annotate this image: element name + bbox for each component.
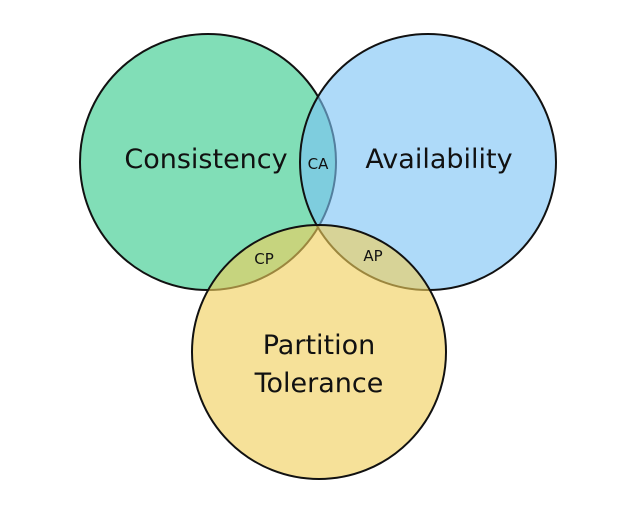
cp-intersection-label: CP: [254, 250, 274, 268]
ca-intersection-label: CA: [308, 155, 329, 173]
availability-label: Availability: [365, 144, 512, 175]
ap-intersection-label: AP: [363, 247, 382, 265]
consistency-label: Consistency: [124, 144, 287, 175]
partition-tolerance-label-line1: Partition: [263, 330, 376, 361]
partition-tolerance-label-line2: Tolerance: [254, 368, 384, 399]
partition-tolerance-circle: [191, 224, 447, 480]
